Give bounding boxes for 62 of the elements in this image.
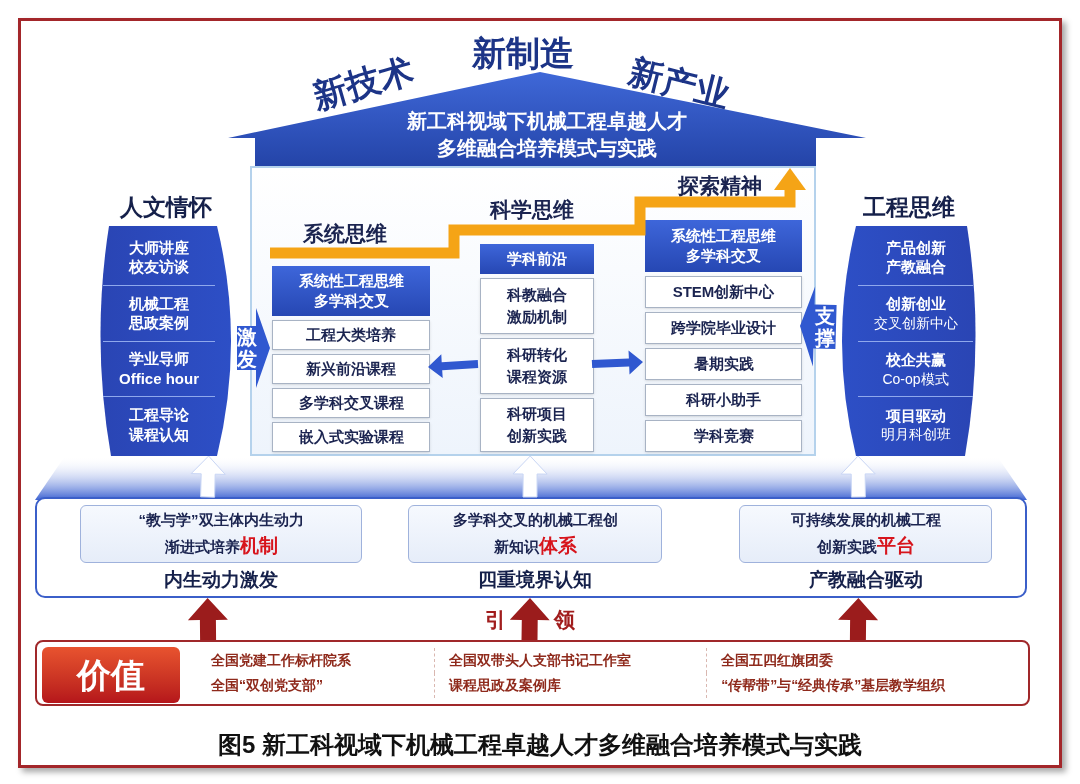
info-box: 可持续发展的机械工程创新实践平台 bbox=[739, 505, 992, 563]
info-box: 多学科交叉的机械工程创新知识体系 bbox=[408, 505, 662, 563]
value-item: 课程思政及案例库 bbox=[433, 673, 707, 698]
text-label: 系统思维 bbox=[303, 221, 387, 247]
item-box: 暑期实践 bbox=[645, 348, 802, 380]
header-box: 系统性工程思维多学科交叉 bbox=[272, 266, 430, 316]
caption: 图5 新工科视域下机械工程卓越人才多维融合培养模式与实践 bbox=[217, 730, 863, 760]
panel-item: 工程导论课程认知 bbox=[127, 405, 190, 445]
item-box: 科研项目创新实践 bbox=[480, 398, 594, 452]
item-box: 新兴前沿课程 bbox=[272, 354, 430, 384]
value-badge: 价值 bbox=[42, 647, 180, 703]
arrow bbox=[838, 598, 879, 641]
item-box: 科研转化课程资源 bbox=[480, 338, 594, 394]
panel-item: 项目驱动 bbox=[885, 405, 946, 426]
panel-item: 大师讲座校友访谈 bbox=[127, 237, 190, 277]
arrow bbox=[190, 455, 226, 498]
item-box: 嵌入式实验课程 bbox=[272, 422, 430, 452]
arrow bbox=[591, 350, 643, 375]
text-label: 新制造 bbox=[472, 33, 574, 74]
panel-item: Co-op模式 bbox=[882, 369, 949, 388]
arrow bbox=[428, 354, 479, 379]
value-item: 全国双带头人支部书记工作室 bbox=[433, 648, 707, 673]
item-box: 科教融合激励机制 bbox=[480, 278, 594, 334]
item-box: 工程大类培养 bbox=[272, 320, 430, 350]
arrow bbox=[509, 598, 550, 641]
panel-heading: 工程思维 bbox=[862, 193, 955, 222]
panel-item: 学业导师 Office hour bbox=[118, 349, 200, 389]
arrow bbox=[237, 308, 270, 388]
arrow bbox=[800, 286, 837, 367]
panel-item: 创新创业 bbox=[885, 294, 946, 314]
item-box: STEM创新中心 bbox=[645, 276, 802, 308]
panel-heading: 人文情怀 bbox=[120, 193, 212, 222]
header-box: 系统性工程思维多学科交叉 bbox=[645, 220, 802, 272]
arrow bbox=[840, 455, 876, 498]
roof-title: 新工科视域下机械工程卓越人才多维融合培养模式与实践 bbox=[406, 109, 688, 161]
info-box: “教与学”双主体内生动力渐进式培养机制 bbox=[80, 505, 362, 563]
panel-item: 明月科创班 bbox=[880, 425, 951, 444]
section-title: 内生动力激发 bbox=[164, 568, 278, 592]
header-box: 学科前沿 bbox=[480, 244, 594, 274]
edge-label: 引领 bbox=[483, 607, 623, 634]
panel-item: 机械工程思政案例 bbox=[127, 293, 190, 333]
edge-label: 支撑 bbox=[815, 304, 835, 349]
arrow bbox=[512, 455, 548, 498]
section-title: 产教融合驱动 bbox=[808, 568, 923, 592]
value-item: “传帮带”与“经典传承”基层教学组织 bbox=[706, 673, 1014, 698]
item-box: 科研小助手 bbox=[645, 384, 802, 416]
item-box: 跨学院毕业设计 bbox=[645, 312, 802, 344]
panel-item: 产品创新产教融合 bbox=[884, 237, 947, 277]
text-label: 科学思维 bbox=[490, 197, 574, 223]
value-frame bbox=[35, 640, 1030, 706]
bottom-frame bbox=[35, 497, 1027, 598]
text-label: 探索精神 bbox=[678, 173, 762, 199]
panel-item: 交叉创新中心 bbox=[873, 313, 958, 332]
panel-item: 校企共赢 bbox=[885, 350, 946, 370]
value-item: 全国党建工作标杆院系 bbox=[210, 651, 352, 670]
item-box: 学科竞赛 bbox=[645, 420, 802, 452]
value-item: 全国“双创党支部” bbox=[210, 676, 324, 695]
value-item: 全国五四红旗团委 bbox=[706, 648, 1014, 673]
arrow bbox=[187, 598, 228, 641]
section-title: 四重境界认知 bbox=[478, 568, 592, 592]
edge-label: 激发 bbox=[236, 326, 257, 370]
item-box: 多学科交叉课程 bbox=[272, 388, 430, 418]
